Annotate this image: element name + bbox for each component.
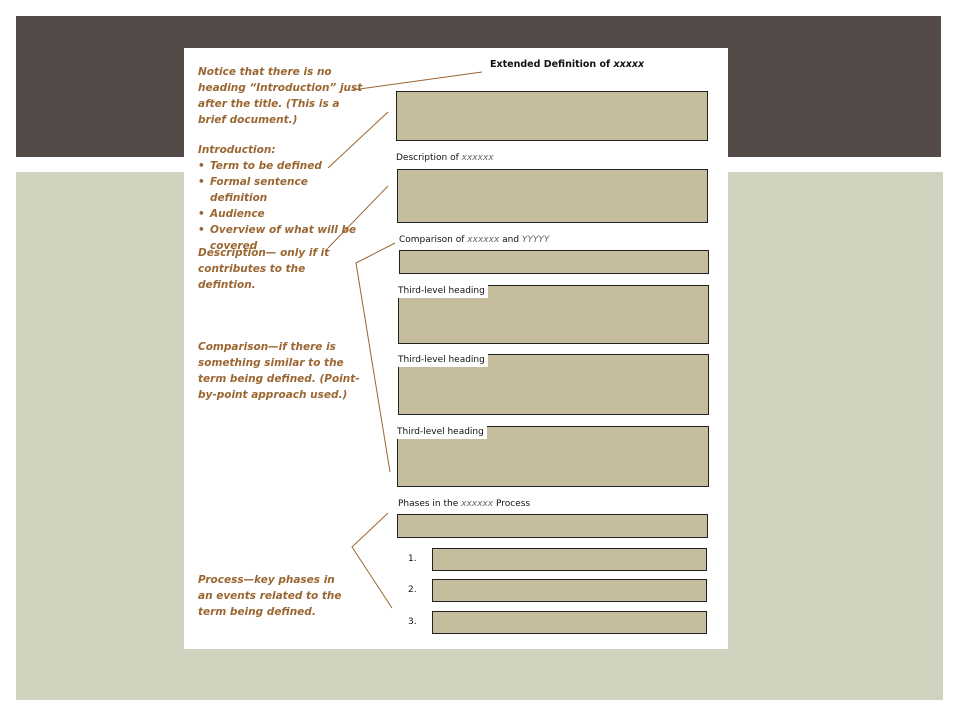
leader-line-process <box>351 512 393 609</box>
note-introduction: Introduction: •Term to be defined •Forma… <box>198 142 368 254</box>
third-level-box: Third-level heading <box>397 426 709 487</box>
third-level-heading: Third-level heading <box>398 354 488 367</box>
note-no-introduction: Notice that there is no heading “Introdu… <box>198 66 363 126</box>
bullet-icon: • <box>198 208 205 220</box>
third-level-heading: Third-level heading <box>397 426 487 439</box>
bullet-icon: • <box>198 176 205 188</box>
comparison-heading: Comparison of xxxxxx and YYYYY <box>399 235 550 245</box>
phases-box <box>397 514 708 538</box>
comparison-box <box>399 250 709 274</box>
introduction-item: •Formal sentence definition <box>198 176 308 204</box>
step-number: 2. <box>408 585 417 595</box>
phases-heading: Phases in the xxxxxx Process <box>398 499 531 509</box>
step-number: 3. <box>408 617 417 627</box>
bullet-icon: • <box>198 224 205 236</box>
note-description: Description— only if it contributes to t… <box>198 247 330 291</box>
leader-line-description <box>327 185 389 249</box>
introduction-item: •Term to be defined <box>198 160 322 172</box>
third-level-box: Third-level heading <box>398 354 709 415</box>
note-process: Process—key phases in an events related … <box>198 574 342 618</box>
leader-line-comparison <box>355 242 396 473</box>
leader-line-title <box>351 71 483 91</box>
note-introduction-label: Introduction: <box>198 144 276 156</box>
step-box <box>432 548 707 571</box>
description-heading: Description of xxxxxx <box>396 153 494 163</box>
bullet-icon: • <box>198 160 205 172</box>
third-level-heading: Third-level heading <box>398 285 488 298</box>
document-title: Extended Definition of xxxxx <box>490 59 645 70</box>
leader-line-introduction <box>327 111 389 169</box>
title-placeholder: xxxxx <box>613 59 645 70</box>
third-level-box: Third-level heading <box>398 285 709 344</box>
introduction-box <box>396 91 708 141</box>
step-box <box>432 611 707 634</box>
introduction-item: •Overview of what will be covered <box>198 224 357 252</box>
note-comparison: Comparison—if there is something similar… <box>198 341 360 401</box>
step-box <box>432 579 707 602</box>
step-number: 1. <box>408 554 417 564</box>
description-box <box>397 169 708 223</box>
introduction-list: •Term to be defined •Formal sentence def… <box>198 158 368 254</box>
introduction-item: •Audience <box>198 208 265 220</box>
